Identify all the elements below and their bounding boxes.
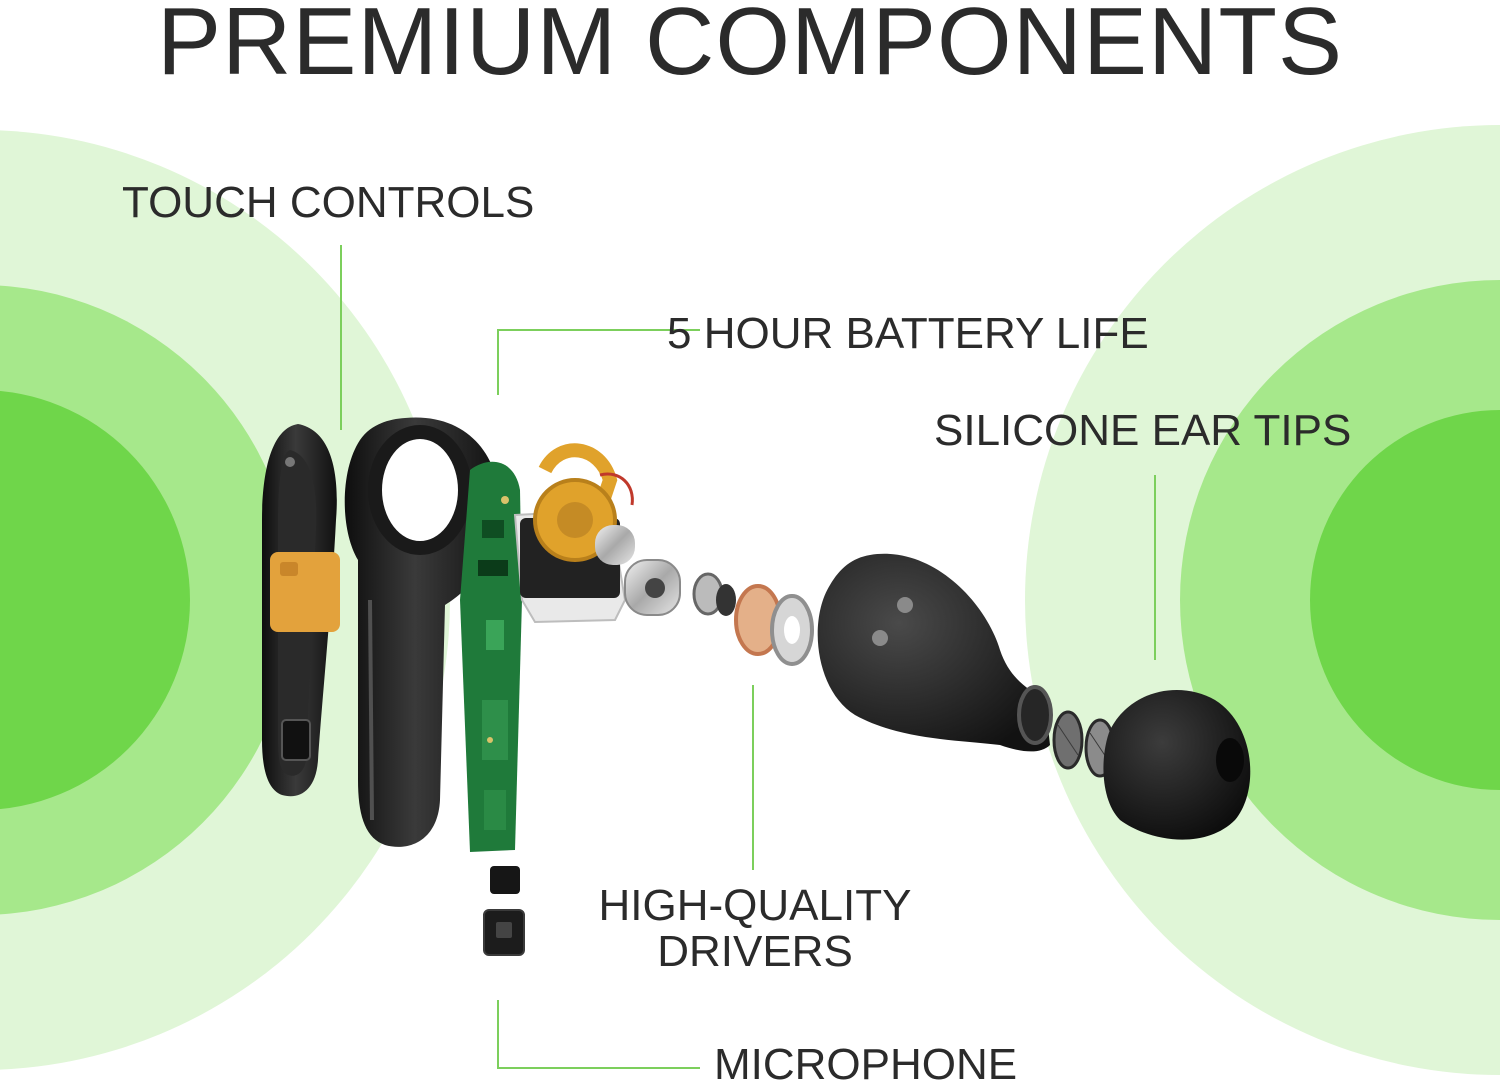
label-high-quality-drivers: HIGH-QUALITY DRIVERS [560,881,950,977]
right-ring-background [1025,125,1500,1075]
label-microphone: MICROPHONE [714,1040,1018,1088]
label-drivers-line-2: DRIVERS [657,927,853,977]
touch-control-plate [262,424,340,797]
left-ring-background [0,130,450,1070]
battery-assembly [513,443,635,624]
microphone-parts [483,866,525,956]
page-title: PREMIUM COMPONENTS [156,0,1344,95]
label-drivers-line-1: HIGH-QUALITY [598,881,912,930]
earbud-shell [344,417,501,847]
driver-stack [624,559,814,666]
shell-ring-opening [368,425,472,555]
label-touch-controls: TOUCH CONTROLS [122,178,535,227]
circuit-board [460,461,522,852]
leader-lines [340,245,1156,1069]
leader-line-battery [497,329,700,395]
label-battery-life: 5 HOUR BATTERY LIFE [667,309,1149,358]
leader-line-microphone [497,1000,700,1069]
earbud-body [817,553,1053,752]
label-silicone-ear-tips: SILICONE EAR TIPS [934,406,1352,455]
silicone-ear-tip [1103,690,1251,840]
